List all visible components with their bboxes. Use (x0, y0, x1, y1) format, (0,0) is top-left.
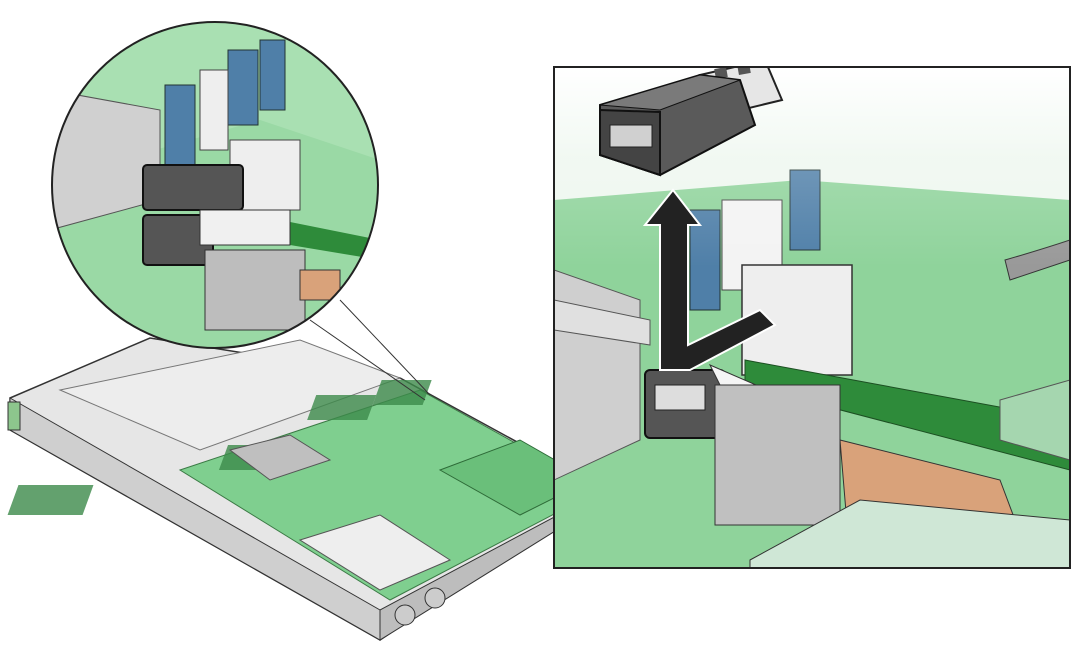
zoom-inset-circle (52, 22, 378, 348)
usb-drive-icon (142, 164, 244, 211)
detail-view-frame (553, 66, 1071, 569)
usb-drive-icon (599, 67, 784, 177)
callout-line (309, 319, 426, 401)
detail-view (554, 67, 1070, 568)
latches (164, 39, 286, 166)
remove-arrow-icon (642, 188, 777, 371)
server-chassis (7, 337, 607, 641)
callout-line (339, 299, 431, 396)
